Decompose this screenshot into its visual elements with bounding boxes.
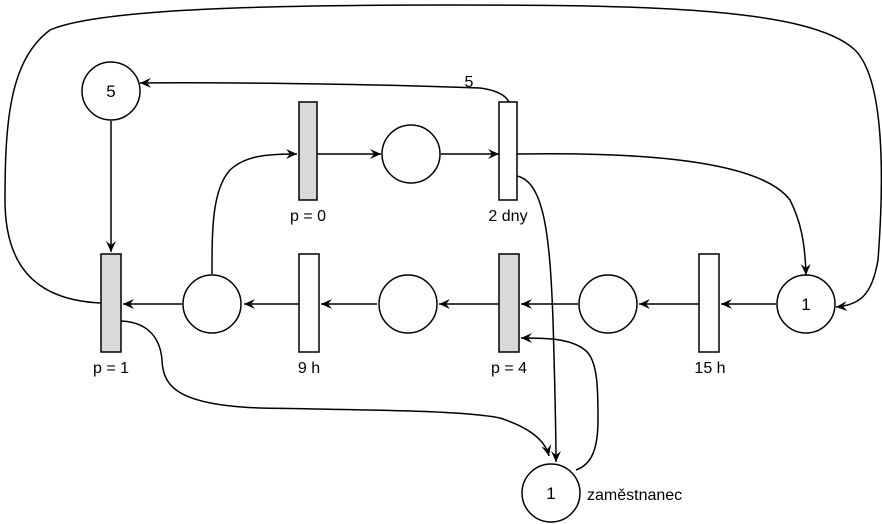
transition-15h-label: 15 h [694, 360, 725, 377]
transition-p4 [498, 253, 520, 353]
arc-employee-to-p4 [520, 333, 599, 471]
transition-p0-label: p = 0 [290, 208, 326, 225]
transition-9h-label: 9 h [298, 360, 320, 377]
transition-p0 [298, 101, 318, 201]
place-mid3 [578, 274, 638, 334]
arc-2dny-to-place5 [139, 77, 510, 103]
transition-p1 [100, 253, 122, 353]
arc-p1-to-employee [120, 320, 552, 457]
place-right-tokens: 1 [801, 295, 810, 314]
place-employee [521, 463, 581, 523]
transition-2dny [498, 101, 518, 201]
place-top-left [81, 61, 141, 121]
transition-9h [298, 253, 320, 353]
place-employee-tokens: 1 [546, 484, 555, 503]
transition-p1-label: p = 1 [93, 360, 129, 377]
place-mid2 [378, 274, 438, 334]
arc-p1-loop-to-right-place [4, 4, 882, 312]
transition-2dny-label: 2 dny [488, 208, 527, 225]
transition-p4-label: p = 4 [491, 360, 527, 377]
place-right [776, 274, 836, 334]
place-top-left-tokens: 5 [106, 82, 115, 101]
arc-2dny-to-employee [516, 175, 561, 463]
arc-2dny-to-right-place [516, 152, 811, 276]
place-mid1 [182, 274, 242, 334]
arc-mid1-to-p0 [211, 149, 298, 275]
arc-weight-label: 5 [465, 74, 474, 91]
place-employee-label: zaměstnanec [587, 487, 682, 504]
transition-15h [698, 253, 720, 353]
place-top-mid [381, 124, 441, 184]
